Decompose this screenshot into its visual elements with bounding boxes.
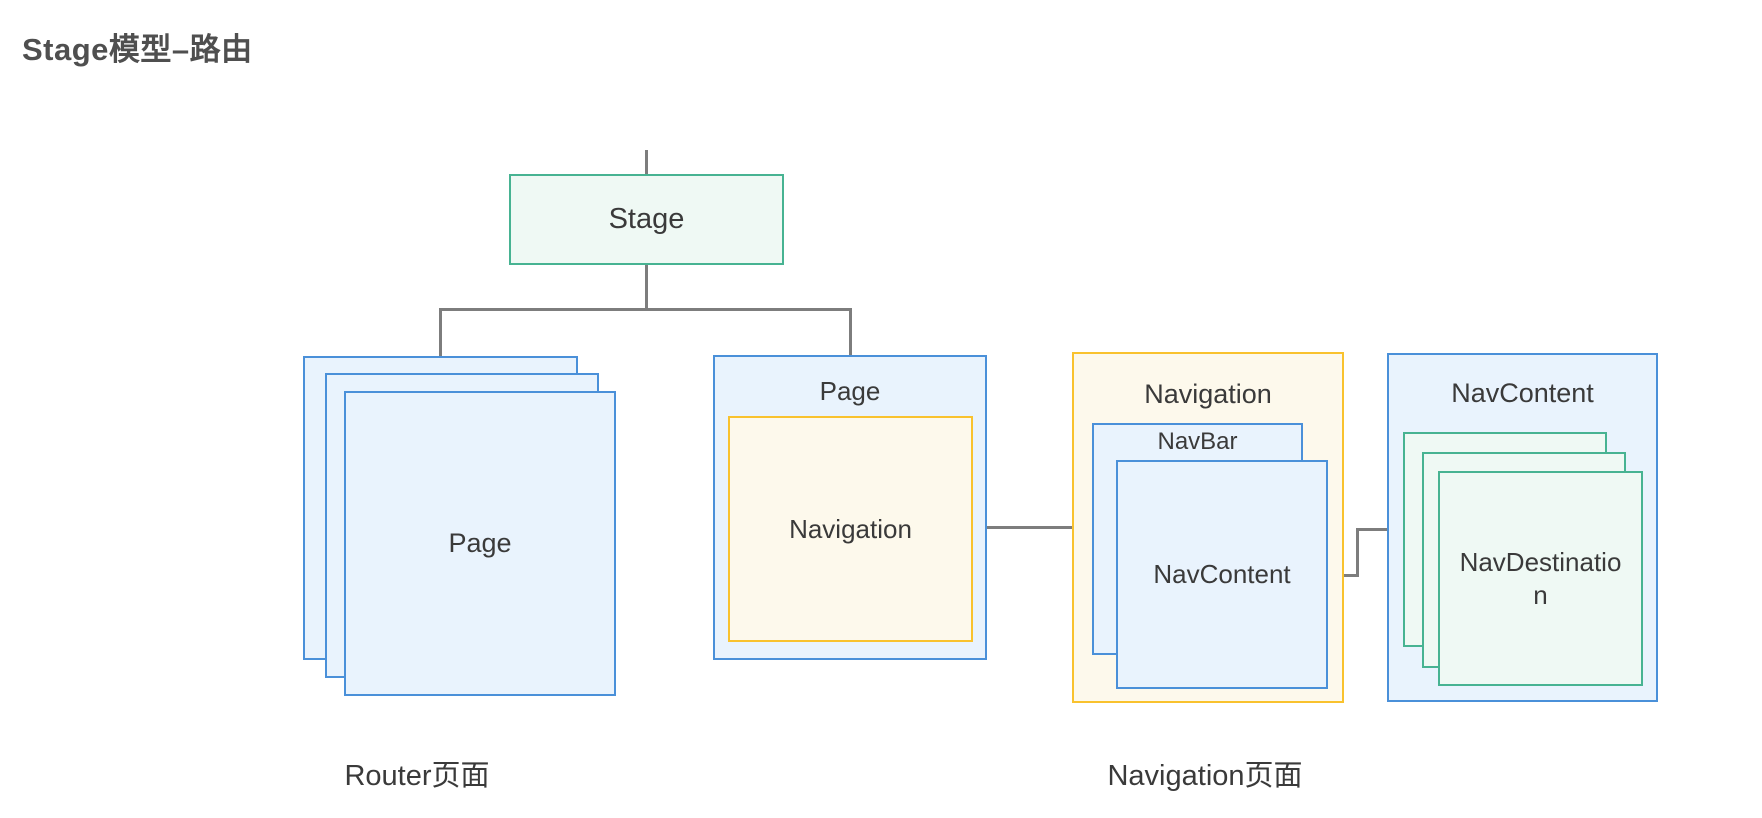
- navbar-label: NavBar: [1157, 428, 1238, 455]
- navigation-navcontent-box: NavContent: [1116, 460, 1328, 689]
- connector-zigzag-vertical: [1356, 528, 1359, 577]
- connector-stage-top: [645, 150, 648, 176]
- connector-branch-left: [439, 308, 442, 358]
- navdestination-label: NavDestination: [1459, 547, 1622, 610]
- router-caption: Router页面: [344, 760, 490, 792]
- connector-branch-right: [849, 308, 852, 357]
- connector-branch-horizontal: [439, 308, 852, 311]
- connector-page-to-navigation: [973, 526, 1073, 529]
- navdestination-stack-front: NavDestination: [1438, 471, 1643, 686]
- stage-label: Stage: [608, 203, 685, 236]
- page-title: Stage模型–路由: [22, 32, 253, 67]
- navcontent-label: NavContent: [1451, 378, 1594, 408]
- router-page-label: Page: [448, 527, 512, 558]
- navigation-caption: Navigation页面: [1107, 760, 1303, 792]
- connector-navcontent-out: [1329, 574, 1359, 577]
- connector-into-navcontent: [1356, 528, 1388, 531]
- page-navigation-box: Navigation: [728, 416, 973, 642]
- navigation-navcontent-label: NavContent: [1153, 559, 1291, 590]
- router-page-stack-front: Page: [344, 391, 616, 696]
- page-navigation-label: Navigation: [789, 513, 912, 544]
- page-label: Page: [819, 376, 881, 406]
- connector-stage-bottom: [645, 263, 648, 310]
- navigation-label: Navigation: [1144, 379, 1272, 409]
- stage-box: Stage: [509, 174, 784, 265]
